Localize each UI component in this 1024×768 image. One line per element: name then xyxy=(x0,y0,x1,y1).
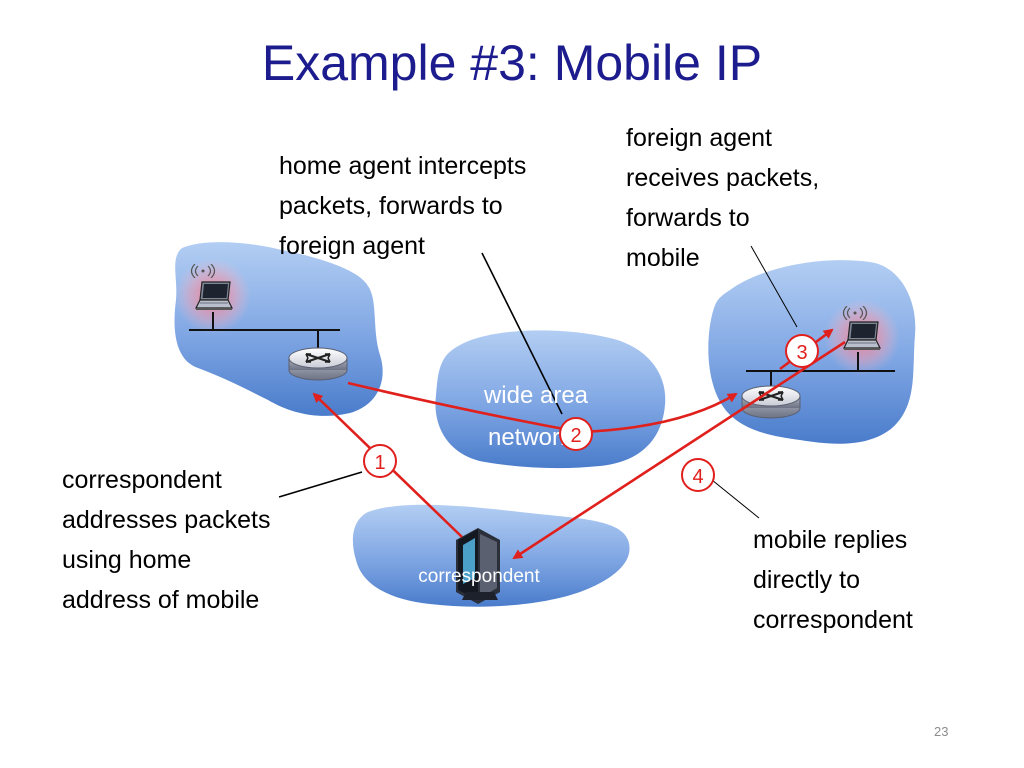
step-1-number: 1 xyxy=(374,452,385,474)
foreign-agent-callout-line xyxy=(750,245,798,328)
page-number: 23 xyxy=(934,724,949,739)
mobile-reply-annotation-line: mobile replies xyxy=(753,526,908,554)
home-agent-router-icon xyxy=(288,346,348,382)
correspondent-annotation-line: using home xyxy=(62,546,192,574)
foreign-agent-annotation-line: forwards to xyxy=(626,204,750,232)
correspondent-annotation: correspondent addresses packets using ho… xyxy=(62,460,270,620)
home-agent-annotation: home agent intercepts packets, forwards … xyxy=(279,146,526,266)
wide-area-network-label-line1: wide area xyxy=(483,382,589,409)
correspondent-network-label: correspondent xyxy=(418,566,540,587)
correspondent-annotation-line: correspondent xyxy=(62,466,222,494)
foreign-agent-annotation-line: receives packets, xyxy=(626,164,820,192)
wide-area-network-cloud xyxy=(435,330,666,469)
step-2-badge: 2 xyxy=(559,417,593,451)
foreign-agent-annotation: foreign agent receives packets, forwards… xyxy=(626,118,819,278)
correspondent-annotation-line: address of mobile xyxy=(62,586,260,614)
home-agent-callout-line xyxy=(481,252,563,415)
slide-title: Example #3: Mobile IP xyxy=(261,35,763,91)
mobile-reply-annotation: mobile replies directly to correspondent xyxy=(753,520,913,640)
home-agent-annotation-line: home agent intercepts xyxy=(279,152,527,180)
arrow-step-4 xyxy=(512,340,846,560)
mobile-reply-annotation-line: directly to xyxy=(753,566,860,594)
step-2-number: 2 xyxy=(570,425,581,447)
step-4-badge: 4 xyxy=(681,458,715,492)
foreign-agent-annotation-line: foreign agent xyxy=(626,124,772,152)
step-3-number: 3 xyxy=(796,342,807,364)
wide-area-network-label-line2: network xyxy=(488,424,573,451)
home-laptop-icon xyxy=(195,281,233,311)
home-agent-annotation-line: foreign agent xyxy=(279,232,425,260)
step-3-badge: 3 xyxy=(785,334,819,368)
foreign-agent-annotation-line: mobile xyxy=(626,244,700,272)
home-agent-annotation-line: packets, forwards to xyxy=(279,192,503,220)
correspondent-annotation-line: addresses packets xyxy=(62,506,271,534)
step-4-number: 4 xyxy=(692,466,703,488)
step-1-badge: 1 xyxy=(363,444,397,478)
mobile-reply-callout-line xyxy=(711,479,760,519)
correspondent-callout-line xyxy=(278,471,363,498)
correspondent-desktop-computer-icon xyxy=(456,528,500,604)
mobile-reply-annotation-line: correspondent xyxy=(753,606,913,634)
mobile-laptop-icon xyxy=(843,321,881,351)
